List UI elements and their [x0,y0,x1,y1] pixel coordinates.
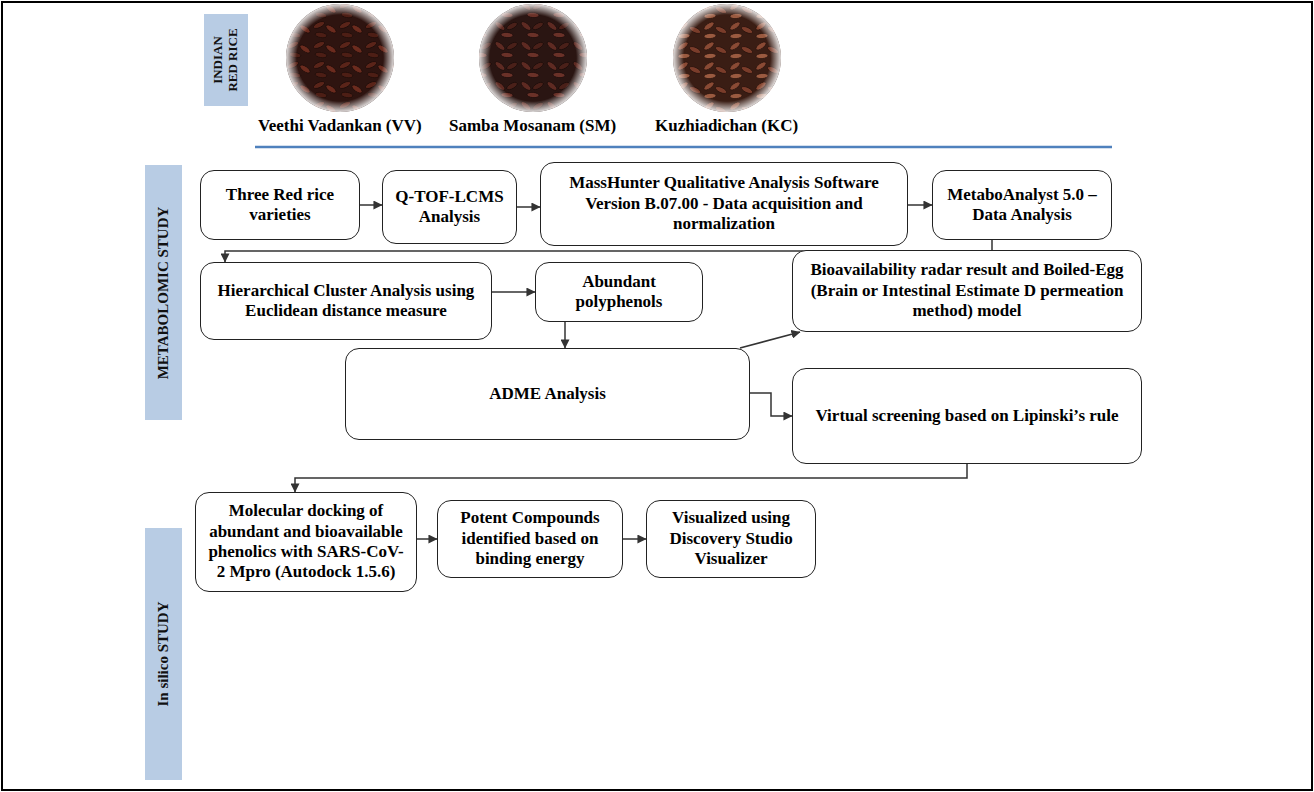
flow-arrow [750,393,792,416]
flow-arrow [564,322,566,348]
box-text: Molecular docking of abundant and bioava… [206,501,406,583]
section-band: INDIAN RED RICE [204,14,248,106]
process-box: Molecular docking of abundant and bioava… [195,492,417,592]
divider-line [255,146,1112,149]
variety-label: Veethi Vadankan (VV) [258,116,422,136]
process-box: Three Red rice varieties [200,170,360,240]
flow-arrow [740,332,800,348]
process-box: Bioavailability radar result and Boiled-… [792,250,1142,332]
box-text: Virtual screening based on Lipinski’s ru… [815,406,1118,426]
rice-photo [479,4,587,112]
rice-photo [673,4,781,112]
process-box: MassHunter Qualitative Analysis Software… [540,162,908,246]
process-box: Q-TOF-LCMS Analysis [382,170,517,244]
band-label: In silico STUDY [155,601,172,706]
process-box: Visualized using Discovery Studio Visual… [646,500,816,578]
flow-arrow [517,206,540,208]
flow-arrow [908,204,932,206]
section-band: METABOLOMIC STUDY [145,165,182,420]
process-box: Potent Compounds identified based on bin… [437,500,623,578]
variety-label: Samba Mosanam (SM) [449,116,616,136]
flow-arrow [360,204,382,206]
section-band: In silico STUDY [145,528,182,780]
box-text: Three Red rice varieties [211,185,349,226]
box-text: Bioavailability radar result and Boiled-… [803,260,1131,321]
flow-arrow [417,538,437,540]
box-text: ADME Analysis [489,384,606,404]
band-label: INDIAN RED RICE [211,21,241,99]
process-box: ADME Analysis [345,348,750,440]
box-text: Hierarchical Cluster Analysis using Eucl… [211,281,481,322]
box-text: Visualized using Discovery Studio Visual… [657,508,805,569]
process-box: MetaboAnalyst 5.0 – Data Analysis [932,170,1112,240]
box-text: Potent Compounds identified based on bin… [448,508,612,569]
box-text: Abundant polyphenols [546,272,692,313]
flow-arrow [623,538,646,540]
box-text: Q-TOF-LCMS Analysis [393,187,506,228]
band-label: METABOLOMIC STUDY [155,206,172,379]
variety-label: Kuzhiadichan (KC) [655,116,798,136]
box-text: MassHunter Qualitative Analysis Software… [551,173,897,234]
flow-arrow [492,291,535,293]
process-box: Abundant polyphenols [535,262,703,322]
flow-arrow [295,464,967,492]
box-text: MetaboAnalyst 5.0 – Data Analysis [943,185,1101,226]
process-box: Hierarchical Cluster Analysis using Eucl… [200,262,492,340]
process-box: Virtual screening based on Lipinski’s ru… [792,368,1142,464]
rice-photo [286,4,394,112]
